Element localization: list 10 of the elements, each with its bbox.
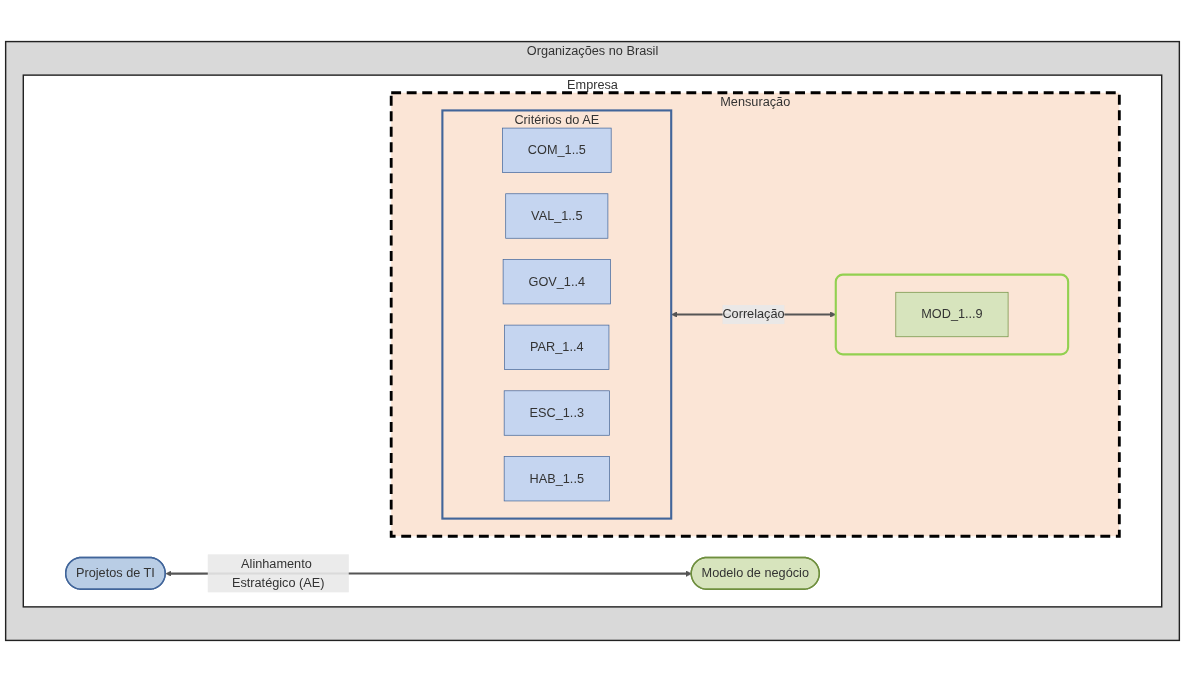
node-box: HAB_1..5 bbox=[503, 456, 610, 502]
cluster bbox=[834, 273, 1070, 356]
node-box: COM_1..5 bbox=[502, 127, 612, 173]
node-box: MOD_1...9 bbox=[895, 291, 1009, 338]
node-box: GOV_1..4 bbox=[502, 259, 611, 305]
node-box: PAR_1..4 bbox=[504, 324, 610, 370]
edge-label: Alinhamento Estratégico (AE) bbox=[231, 556, 325, 590]
node-box: VAL_1..5 bbox=[505, 193, 609, 239]
edge-label: Correlação bbox=[722, 307, 785, 322]
node-box: ESC_1..3 bbox=[503, 390, 610, 436]
